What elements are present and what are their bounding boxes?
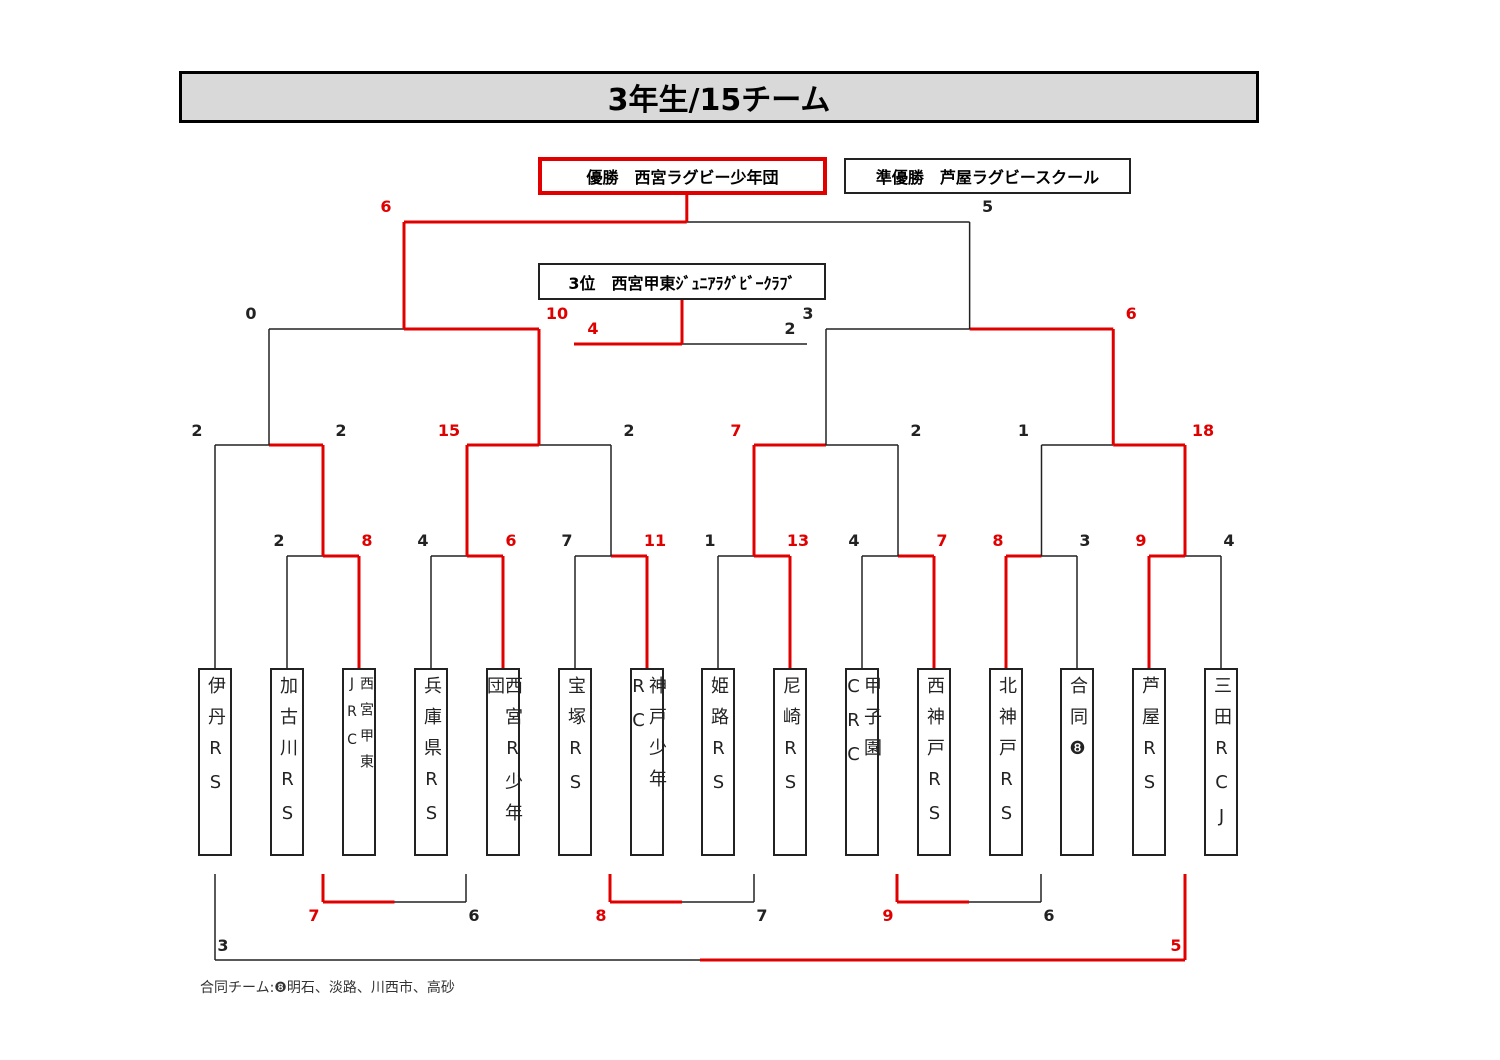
score-label: 9 — [1135, 531, 1146, 550]
team-name: 北神戸RS — [996, 676, 1017, 837]
team-name: 西宮R少年団 — [484, 676, 523, 834]
score-label: 3 — [802, 304, 813, 323]
score-label: 3 — [217, 936, 228, 955]
team-box: 北神戸RS — [989, 668, 1023, 856]
team-box: 神戸少年RC — [628, 668, 667, 856]
third-place-box: 3位 西宮甲東ｼﾞｭﾆｱﾗｸﾞﾋﾞｰｸﾗﾌﾞ — [538, 263, 826, 300]
score-label: 4 — [848, 531, 859, 550]
score-label: 6 — [468, 906, 479, 925]
runner-up-box: 準優勝 芦屋ラグビースクール — [844, 158, 1131, 194]
team-name: 加古川RS — [277, 676, 298, 837]
team-box: 加古川RS — [270, 668, 304, 856]
team-name: 姫路RS — [708, 676, 729, 806]
score-label: 2 — [910, 421, 921, 440]
score-label: 7 — [936, 531, 947, 550]
score-label: 13 — [787, 531, 809, 550]
score-label: 7 — [730, 421, 741, 440]
team-box: 姫路RS — [701, 668, 735, 856]
team-box: 伊丹RS — [198, 668, 232, 856]
team-name: 神戸少年RC — [628, 676, 667, 800]
score-label: 4 — [417, 531, 428, 550]
team-box: 三田RCJ — [1204, 668, 1238, 856]
score-label: 6 — [505, 531, 516, 550]
footnote: 合同チーム:❽明石、淡路、川西市、高砂 — [200, 980, 455, 996]
score-label: 7 — [308, 906, 319, 925]
team-name: 合同❽ — [1067, 676, 1088, 772]
score-label: 4 — [1223, 531, 1234, 550]
team-box: 合同❽ — [1060, 668, 1094, 856]
score-label: 2 — [191, 421, 202, 440]
team-name: 西宮甲東JRC — [344, 676, 374, 780]
score-label: 0 — [245, 304, 256, 323]
team-box: 芦屋RS — [1132, 668, 1166, 856]
score-label: 8 — [361, 531, 372, 550]
score-label: 3 — [1079, 531, 1090, 550]
score-label: 5 — [982, 197, 993, 216]
team-box: 宝塚RS — [558, 668, 592, 856]
score-label: 9 — [882, 906, 893, 925]
score-label: 2 — [623, 421, 634, 440]
score-label: 6 — [1043, 906, 1054, 925]
team-box: 西宮甲東JRC — [342, 668, 376, 856]
team-box: 兵庫県RS — [414, 668, 448, 856]
team-name: 西神戸RS — [924, 676, 945, 837]
score-label: 8 — [595, 906, 606, 925]
team-box: 甲子園CRC — [843, 668, 882, 856]
score-label: 11 — [644, 531, 666, 550]
score-label: 5 — [1170, 936, 1181, 955]
score-label: 7 — [756, 906, 767, 925]
team-box: 西神戸RS — [917, 668, 951, 856]
team-name: 三田RCJ — [1211, 676, 1232, 840]
page-title: 3年生/15チーム — [179, 71, 1259, 123]
score-label: 4 — [587, 319, 598, 338]
score-label: 7 — [561, 531, 572, 550]
score-label: 6 — [380, 197, 391, 216]
score-label: 8 — [992, 531, 1003, 550]
team-name: 尼崎RS — [780, 676, 801, 806]
team-name: 兵庫県RS — [421, 676, 442, 837]
team-name: 宝塚RS — [565, 676, 586, 806]
score-label: 2 — [335, 421, 346, 440]
score-label: 2 — [784, 319, 795, 338]
team-box: 西宮R少年団 — [484, 668, 523, 856]
team-box: 尼崎RS — [773, 668, 807, 856]
score-label: 15 — [438, 421, 460, 440]
score-label: 2 — [273, 531, 284, 550]
score-label: 18 — [1192, 421, 1214, 440]
score-label: 10 — [546, 304, 568, 323]
score-label: 1 — [1018, 421, 1029, 440]
score-label: 6 — [1126, 304, 1137, 323]
team-name: 甲子園CRC — [843, 676, 882, 778]
team-name: 伊丹RS — [205, 676, 226, 806]
score-label: 1 — [704, 531, 715, 550]
champion-box: 優勝 西宮ラグビー少年団 — [538, 157, 827, 195]
team-name: 芦屋RS — [1139, 676, 1160, 806]
